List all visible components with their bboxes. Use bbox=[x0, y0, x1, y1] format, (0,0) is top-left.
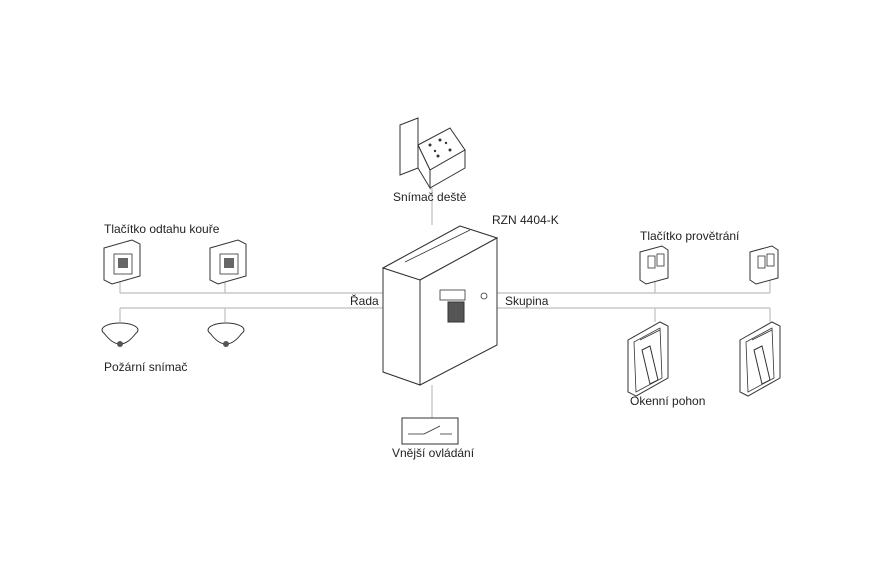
external-control-icon bbox=[401, 417, 459, 445]
rain-sensor-icon bbox=[399, 117, 466, 190]
external-control-label: Vnější ovládání bbox=[392, 446, 475, 460]
controller-label: RZN 4404-K bbox=[492, 213, 559, 227]
window-actuator-label: Okenní pohon bbox=[630, 394, 706, 408]
smoke-button-icon-1 bbox=[103, 239, 141, 285]
fire-detector-icon-2 bbox=[207, 322, 245, 347]
window-actuator-icon-2 bbox=[739, 321, 781, 397]
vent-button-icon-2 bbox=[749, 245, 779, 285]
rain-sensor-label: Snímač deště bbox=[393, 190, 467, 204]
smoke-button-icon-2 bbox=[209, 239, 247, 285]
controller-icon bbox=[381, 225, 499, 386]
vent-button-icon-1 bbox=[639, 245, 669, 285]
connection-lines bbox=[119, 188, 771, 420]
smoke-button-label: Tlačítko odtahu kouře bbox=[104, 222, 220, 236]
fire-detector-icon-1 bbox=[101, 322, 139, 347]
group-label: Skupina bbox=[505, 294, 549, 308]
vent-button-label: Tlačítko provětrání bbox=[640, 229, 740, 243]
window-actuator-icon-1 bbox=[627, 321, 669, 397]
line-label: Řada bbox=[350, 294, 379, 308]
fire-detector-label: Požární snímač bbox=[104, 360, 188, 374]
